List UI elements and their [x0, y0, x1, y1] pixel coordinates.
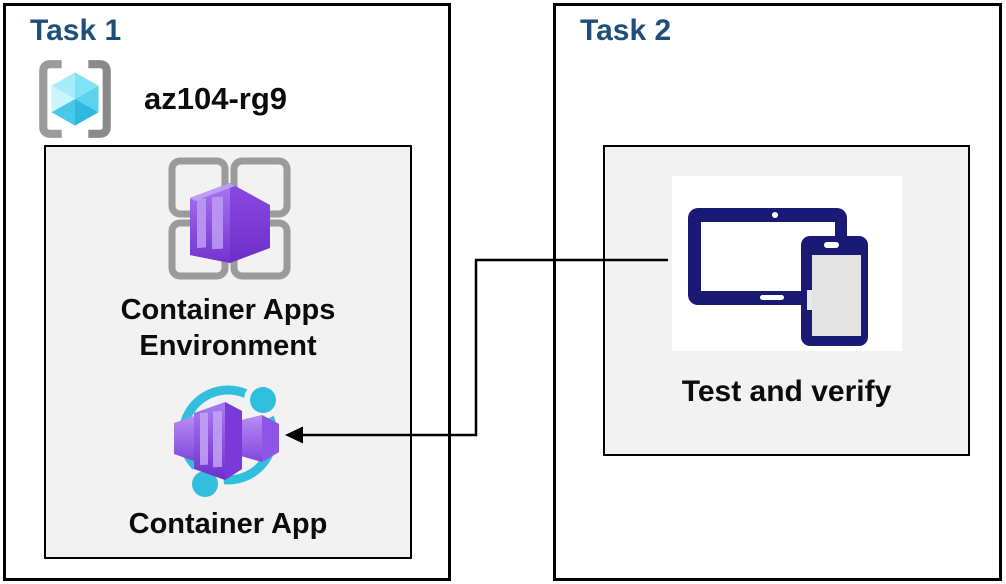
task1-inner-panel: Container Apps Environment: [44, 145, 412, 559]
container-apps-environment-label: Container Apps Environment: [120, 294, 336, 362]
container-app-icon: [173, 380, 282, 499]
resource-group-name: az104-rg9: [144, 81, 288, 116]
task1-title: Task 1: [30, 14, 122, 47]
resource-group: az104-rg9: [32, 56, 287, 142]
task1-box: Task 1 az104-rg9: [3, 3, 451, 581]
container-app-label: Container App: [128, 507, 328, 540]
test-and-verify-label: Test and verify: [681, 375, 892, 408]
node-container-apps-environment: Container Apps Environment: [83, 153, 373, 365]
task2-box: Task 2 Test and verify: [553, 3, 1002, 581]
tablet-phone-icon: [687, 208, 868, 346]
devices-icon-panel: [671, 176, 902, 351]
node-test-and-verify: Test and verify: [671, 176, 902, 410]
node-container-app: Container App: [128, 373, 328, 543]
container-apps-environment-icon: [168, 157, 291, 280]
resource-group-icon: [39, 60, 111, 138]
task2-inner-panel: Test and verify: [603, 145, 970, 456]
task2-title: Task 2: [580, 14, 672, 47]
